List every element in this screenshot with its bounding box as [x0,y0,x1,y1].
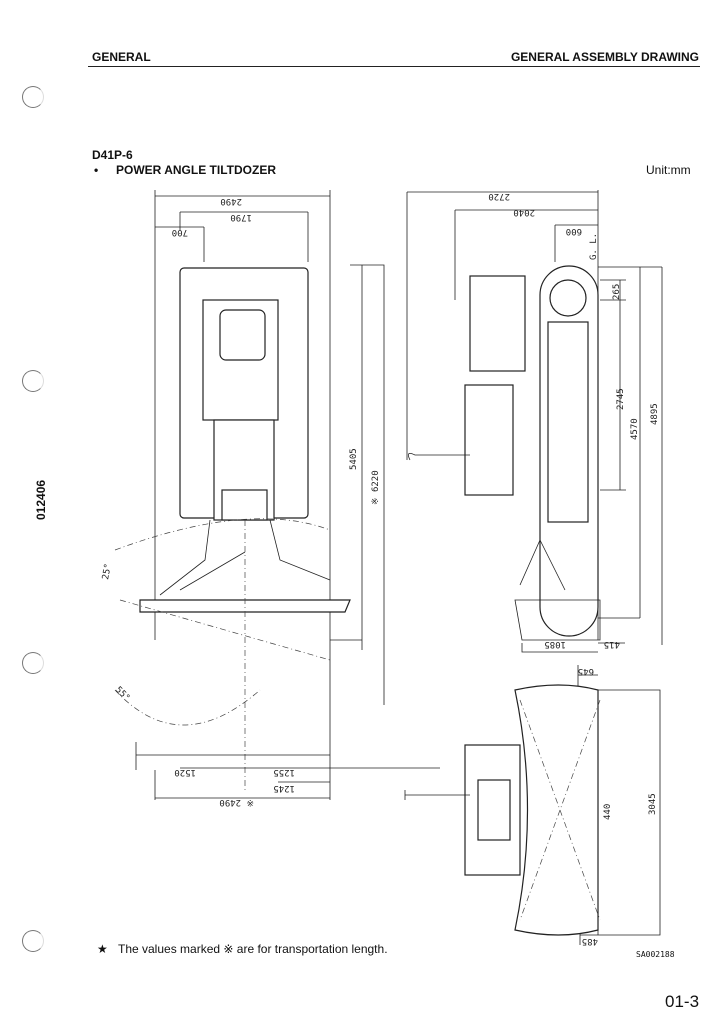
dim-plan-440: 440 [603,804,613,820]
drawing-code: SA002188 [636,950,675,959]
page-number: 01-3 [665,992,700,1011]
side-view: 2720 2040 600 G. L. 265 2745 4570 4895 1… [406,190,663,653]
dim-plan-3045: 3045 [648,793,658,815]
footnote-text: The values marked ※ are for transportati… [118,942,388,956]
dim-side-2040: 2040 [513,207,535,217]
dim-plan-645: 645 [578,666,594,676]
dim-side-2720: 2720 [488,191,510,201]
subtitle: POWER ANGLE TILTDOZER [116,163,276,177]
dim-front-1790: 1790 [230,212,252,222]
gl-label: G. L. [589,233,599,260]
dim-side-4895: 4895 [650,403,660,425]
binder-hole-icon [22,370,44,392]
dim-front-5405: 5405 [349,448,359,470]
angle-55: 55° [113,685,132,704]
front-view: 2490 1790 700 5405 ※ 6220 25° 55° 1520 1… [101,190,440,807]
header-right: GENERAL ASSEMBLY DRAWING [510,50,699,64]
dim-front-700: 700 [172,227,188,237]
dim-front-6220: ※ 6220 [371,470,381,505]
dim-front-2490: 2490 [220,196,242,206]
dim-side-600: 600 [566,226,582,236]
dim-side-1085: 1085 [544,639,566,649]
dim-side-415: 415 [604,639,620,649]
dim-side-2745: 2745 [616,388,626,410]
dim-side-265: 265 [612,284,622,300]
header-left: GENERAL [92,50,151,64]
dim-front-1520: 1520 [174,767,196,777]
bullet: • [94,163,99,177]
plan-view: 645 440 3045 485 [404,665,661,946]
angle-25: 25° [101,563,114,581]
unit-label: Unit:mm [646,163,691,177]
binder-hole-icon [22,86,44,108]
dim-side-4570: 4570 [630,418,640,440]
header-rule [88,66,700,67]
model-title: D41P-6 [92,148,133,162]
dim-front-1245: 1245 [273,783,295,793]
binder-hole-icon [22,930,44,952]
binder-hole-icon [22,652,44,674]
footnote-star: ★ [97,942,108,956]
dim-front-2490-transport: ※ 2490 [219,797,254,807]
dim-front-1255: 1255 [273,767,295,777]
dim-plan-485: 485 [582,936,598,946]
